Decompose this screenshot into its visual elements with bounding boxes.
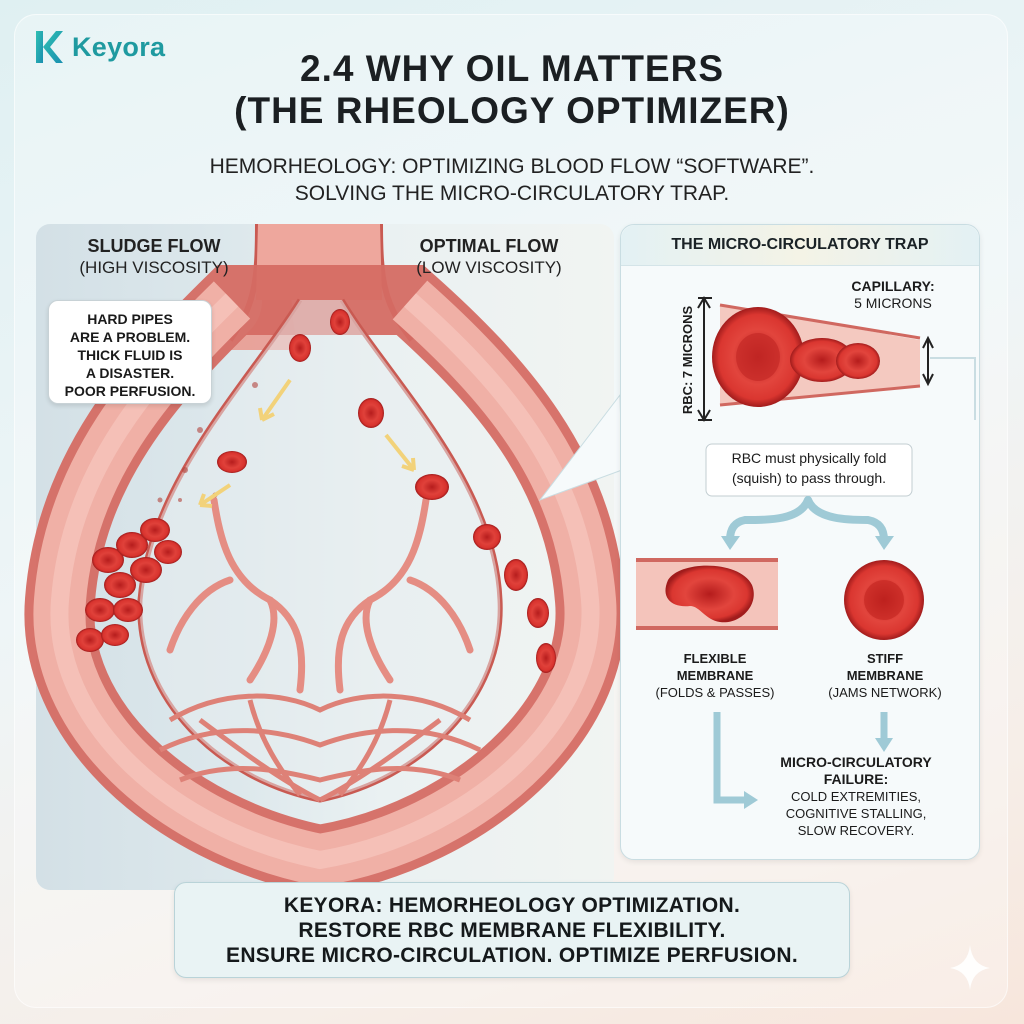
summary-box: KEYORA: HEMORHEOLOGY OPTIMIZATION. RESTO… xyxy=(174,882,850,978)
brand-logo[interactable]: Keyora xyxy=(30,28,165,66)
problem-callout: HARD PIPES ARE A PROBLEM. THICK FLUID IS… xyxy=(48,300,212,404)
failure-title2: FAILURE: xyxy=(823,771,889,787)
rbc-dimension-arrow xyxy=(697,296,712,422)
subtitle-line1: HEMORHEOLOGY: OPTIMIZING BLOOD FLOW “SOF… xyxy=(209,155,815,178)
failure-item: COLD EXTREMITIES, xyxy=(790,789,922,804)
fold-note-line2: (squish) to pass through. xyxy=(731,470,887,486)
summary-line2: RESTORE RBC MEMBRANE FLEXIBILITY. xyxy=(298,919,726,942)
callout-line: POOR PERFUSION. xyxy=(64,383,196,399)
optimal-flow-sub: (LOW VISCOSITY) xyxy=(416,258,562,277)
stiff-sub: (JAMS NETWORK) xyxy=(828,685,942,700)
rbc-optimal-flow xyxy=(330,309,556,673)
stiff-title1: STIFF xyxy=(866,651,904,666)
capillary-size: 5 MICRONS xyxy=(854,295,932,311)
capillary-dimension-arrow xyxy=(922,335,934,387)
flexible-membrane-label: FLEXIBLE MEMBRANE (FOLDS & PASSES) xyxy=(640,650,790,701)
sludge-flow-label: SLUDGE FLOW (HIGH VISCOSITY) xyxy=(64,235,244,279)
summary-line3: ENSURE MICRO-CIRCULATION. OPTIMIZE PERFU… xyxy=(226,944,798,967)
capillary-label-title: CAPILLARY: xyxy=(851,278,935,294)
failure-arrows xyxy=(713,712,888,804)
fold-note: RBC must physically fold (squish) to pas… xyxy=(706,448,912,488)
fold-note-line1: RBC must physically fold xyxy=(731,450,887,466)
k-logo-icon xyxy=(36,31,63,63)
flexible-title2: MEMBRANE xyxy=(676,668,754,683)
subtitle-line2: SOLVING THE MICRO-CIRCULATORY TRAP. xyxy=(294,182,730,205)
page-title-line1: 2.4 WHY OIL MATTERS xyxy=(300,48,724,89)
failure-item: SLOW RECOVERY. xyxy=(797,823,915,838)
failure-title1: MICRO-CIRCULATORY xyxy=(780,754,932,770)
failure-block: MICRO-CIRCULATORY FAILURE: COLD EXTREMIT… xyxy=(756,754,956,839)
optimal-flow-title: OPTIMAL FLOW xyxy=(419,236,559,256)
callout-line: HARD PIPES xyxy=(87,311,173,327)
flow-arrows xyxy=(198,378,416,508)
sludge-flow-sub: (HIGH VISCOSITY) xyxy=(79,258,229,277)
callout-line: ARE A PROBLEM. xyxy=(69,329,191,345)
callout-line: THICK FLUID IS xyxy=(77,347,183,363)
capillary-branches xyxy=(166,496,474,694)
page-title-line2: (THE RHEOLOGY OPTIMIZER) xyxy=(234,90,790,131)
callout-line: A DISASTER. xyxy=(85,365,175,381)
rbc-sludge-cluster xyxy=(76,518,182,652)
flexible-sub: (FOLDS & PASSES) xyxy=(655,685,775,700)
split-arrows xyxy=(726,496,888,544)
stiff-title2: MEMBRANE xyxy=(846,668,924,683)
brand-name: Keyora xyxy=(72,31,166,62)
optimal-flow-label: OPTIMAL FLOW (LOW VISCOSITY) xyxy=(396,235,582,279)
fold-note-box xyxy=(705,443,913,497)
sludge-flow-title: SLUDGE FLOW xyxy=(87,236,221,256)
capillary-mesh xyxy=(158,693,482,803)
capillary-label: CAPILLARY: 5 MICRONS xyxy=(838,278,948,312)
micro-circulatory-trap-panel: THE MICRO-CIRCULATORY TRAP xyxy=(620,224,980,860)
stiff-membrane-label: STIFF MEMBRANE (JAMS NETWORK) xyxy=(810,650,960,701)
failure-item: COGNITIVE STALLING, xyxy=(785,806,927,821)
summary-line1: KEYORA: HEMORHEOLOGY OPTIMIZATION. xyxy=(283,894,741,917)
flexible-title1: FLEXIBLE xyxy=(683,651,747,666)
rbc-flexible xyxy=(665,565,754,623)
panel-title: THE MICRO-CIRCULATORY TRAP xyxy=(621,225,979,266)
